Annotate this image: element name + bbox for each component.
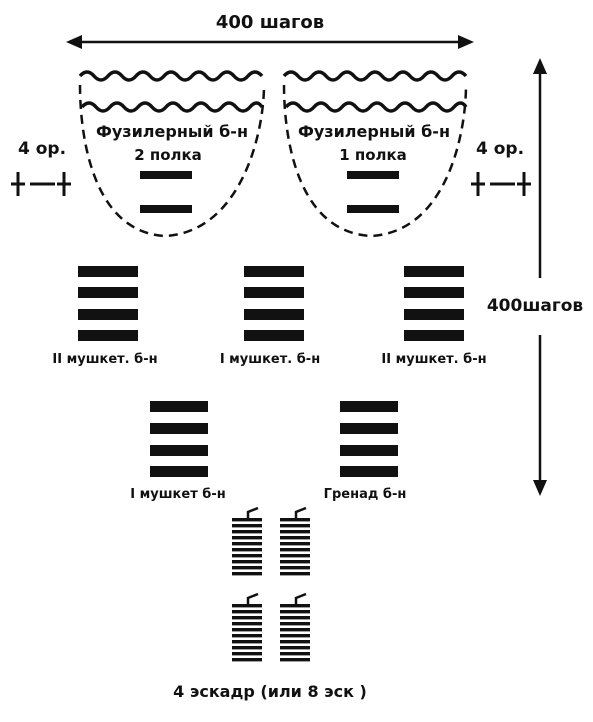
width-dimension-arrow [66, 35, 474, 49]
fusilier-battalion-right-regiment: 1 полка [339, 146, 407, 164]
artillery-left-label: 4 ор. [17, 139, 67, 159]
artillery-right-label: 4 ор. [475, 139, 525, 159]
cavalry-squadron-rear-left [232, 592, 262, 662]
cavalry-label: 4 эскадр (или 8 эск ) [173, 682, 367, 701]
musketeer-battalion-4-block [150, 401, 208, 477]
musketeer-battalion-2-block [244, 266, 304, 341]
cavalry-squadron-front-left [232, 506, 262, 576]
fusilier-battalion-right-name: Фузилерный б-н [298, 122, 450, 141]
fusilier-battalion-left-name: Фузилерный б-н [96, 122, 248, 141]
depth-dimension-arrow [533, 58, 547, 496]
musketeer-battalion-1-label: II мушкет. б-н [52, 352, 158, 367]
artillery-right [471, 172, 531, 196]
fusilier-battalion-left-regiment: 2 полка [134, 146, 202, 164]
artillery-left [11, 172, 71, 196]
cavalry-squadrons [232, 506, 310, 662]
musketeer-battalion-1-block [78, 266, 138, 341]
musketeer-battalion-3-label: II мушкет. б-н [381, 352, 487, 367]
depth-label: 400шагов [486, 296, 584, 316]
musketeer-battalion-3-block [404, 266, 464, 341]
cavalry-squadron-rear-right [280, 592, 310, 662]
fusilier-battalion-left-area [78, 70, 266, 238]
grenadier-battalion-label: Гренад б-н [323, 487, 407, 502]
width-label: 400 шагов [215, 12, 325, 33]
grenadier-battalion-block [340, 401, 398, 477]
cavalry-squadron-front-right [280, 506, 310, 576]
musketeer-battalion-2-label: I мушкет. б-н [219, 352, 321, 367]
musketeer-battalion-4-label: I мушкет б-н [130, 487, 226, 502]
fusilier-battalion-right-area [282, 70, 468, 238]
